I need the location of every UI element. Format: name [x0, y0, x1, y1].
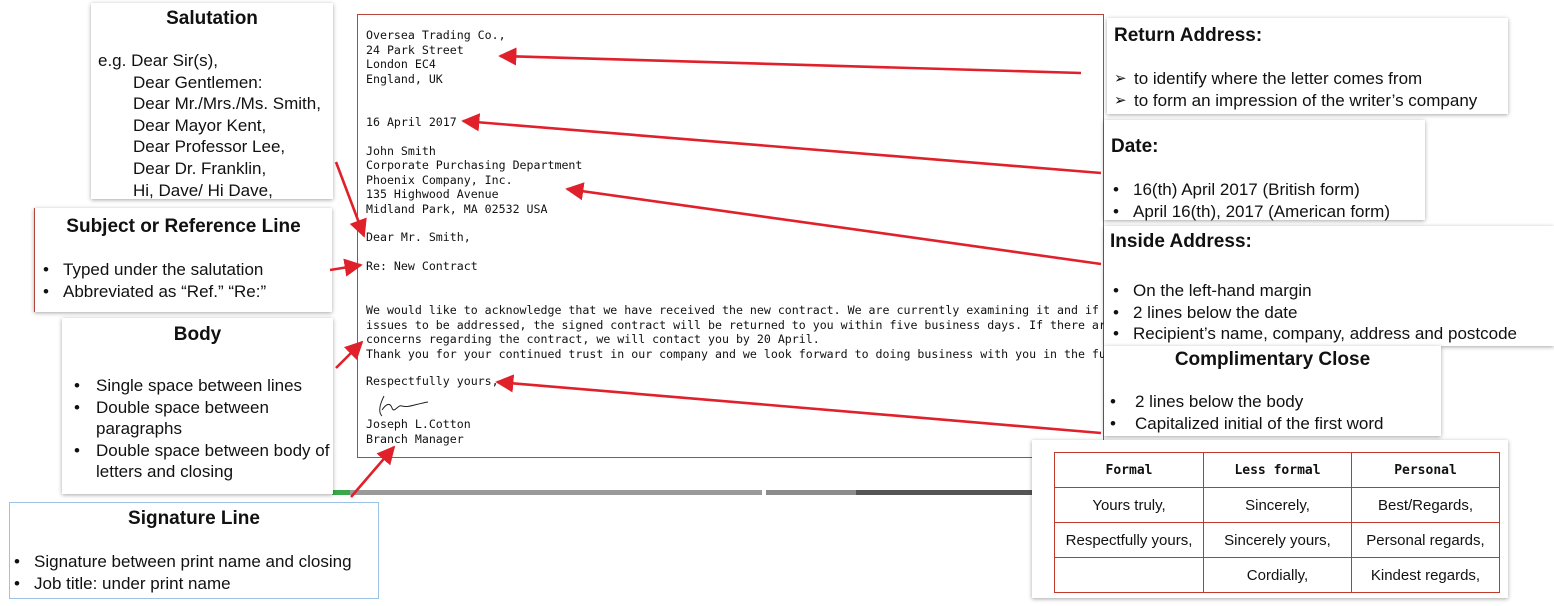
return-address-title: Return Address:: [1114, 25, 1263, 46]
salutation-examples: e.g. Dear Sir(s), Dear Gentlemen: Dear M…: [98, 50, 321, 201]
table-cell: Sincerely yours,: [1203, 522, 1352, 558]
inside-address-line: Phoenix Company, Inc.: [366, 172, 513, 187]
complimentary-close-title: Complimentary Close: [1174, 349, 1371, 370]
inside-address-line: 135 Highwood Avenue: [366, 187, 499, 201]
inside-address-item: 2 lines below the date: [1109, 302, 1517, 324]
return-address-item: to identify where the letter comes from: [1110, 68, 1477, 90]
body-item: Double space between body of letters and…: [70, 440, 332, 483]
salutation-example: Dear Mayor Kent,: [133, 115, 267, 135]
inside-address-list: On the left-hand margin 2 lines below th…: [1109, 280, 1517, 345]
return-address-line: England, UK: [366, 71, 443, 86]
signature-box: Signature Line Signature between print n…: [9, 502, 379, 599]
table-cell: Best/Regards,: [1351, 487, 1500, 523]
body-item: Single space between lines: [70, 375, 332, 397]
closing-examples-table: Formal Less formal Personal Yours truly,…: [1054, 452, 1500, 593]
sample-letter: Oversea Trading Co., 24 Park Street Lond…: [357, 14, 1197, 458]
date-item: 16(th) April 2017 (British form): [1109, 179, 1390, 201]
body-box: Body Single space between lines Double s…: [62, 318, 333, 494]
table-cell: Yours truly,: [1054, 487, 1204, 523]
salutation-example: Dear Gentlemen:: [133, 72, 263, 92]
table-cell: Sincerely,: [1203, 487, 1352, 523]
complimentary-close-item: Capitalized initial of the first word: [1106, 413, 1384, 435]
inside-address-line: Midland Park, MA 02532 USA: [366, 201, 548, 216]
return-address-line: 24 Park Street: [366, 42, 464, 57]
salutation-example: Dear Dr. Franklin,: [133, 158, 267, 178]
letter-body-line: concerns regarding the contract, we will…: [366, 332, 820, 346]
table-cell: Kindest regards,: [1351, 557, 1500, 593]
letter-salutation: Dear Mr. Smith,: [366, 230, 471, 244]
return-address-line: Oversea Trading Co.,: [366, 28, 506, 42]
handwritten-signature: [379, 395, 429, 417]
return-address-list: to identify where the letter comes from …: [1110, 68, 1477, 111]
salutation-example: e.g. Dear Sir(s),: [98, 51, 218, 70]
signature-title: Signature Line: [128, 508, 260, 529]
body-title: Body: [173, 324, 222, 345]
body-item: Double space between paragraphs: [70, 397, 332, 440]
return-address-box: Return Address: to identify where the le…: [1107, 18, 1508, 114]
table-cell: Cordially,: [1203, 557, 1352, 593]
date-list: 16(th) April 2017 (British form) April 1…: [1109, 179, 1390, 222]
inside-address-line: John Smith: [366, 143, 436, 158]
salutation-example: Dear Mr./Mrs./Ms. Smith,: [133, 94, 321, 114]
inside-address-item: On the left-hand margin: [1109, 280, 1517, 302]
closing-examples-box: Formal Less formal Personal Yours truly,…: [1032, 440, 1508, 598]
subject-item: Abbreviated as “Ref.” “Re:”: [39, 281, 266, 303]
table-cell: Respectfully yours,: [1054, 522, 1204, 558]
letter-subject: Re: New Contract: [366, 259, 478, 273]
inside-address-item: Recipient’s name, company, address and p…: [1109, 323, 1517, 345]
table-row: Respectfully yours, Sincerely yours, Per…: [1054, 522, 1500, 558]
date-box: Date: 16(th) April 2017 (British form) A…: [1104, 120, 1425, 222]
letter-close: Respectfully yours,: [366, 374, 499, 388]
subject-box: Subject or Reference Line Typed under th…: [34, 208, 332, 312]
date-item: April 16(th), 2017 (American form): [1109, 201, 1390, 223]
salutation-title: Salutation: [166, 8, 258, 29]
letter-job-title: Branch Manager: [366, 431, 464, 446]
salutation-box: Salutation e.g. Dear Sir(s), Dear Gentle…: [91, 3, 333, 201]
table-row: Cordially, Kindest regards,: [1054, 557, 1500, 593]
complimentary-close-item: 2 lines below the body: [1106, 391, 1384, 413]
subject-title: Subject or Reference Line: [66, 216, 301, 237]
letter-print-name: Joseph L.Cotton: [366, 417, 471, 431]
return-address-item: to form an impression of the writer’s co…: [1110, 90, 1477, 112]
return-address-line: London EC4: [366, 57, 436, 71]
table-cell: Personal regards,: [1351, 522, 1500, 558]
signature-item: Job title: under print name: [10, 573, 352, 595]
subject-item: Typed under the salutation: [39, 259, 266, 281]
letter-date: 16 April 2017: [366, 115, 457, 129]
subject-list: Typed under the salutation Abbreviated a…: [39, 259, 266, 302]
letter-body-line: issues to be addressed, the signed contr…: [366, 317, 1197, 332]
letter-body-line: We would like to acknowledge that we hav…: [366, 303, 1190, 317]
inside-address-title: Inside Address:: [1110, 231, 1252, 252]
table-row: Yours truly, Sincerely, Best/Regards,: [1054, 487, 1500, 523]
complimentary-close-box: Complimentary Close 2 lines below the bo…: [1104, 346, 1441, 436]
salutation-example: Hi, Dave/ Hi Dave,: [133, 180, 273, 200]
table-header: Personal: [1351, 452, 1500, 488]
body-list: Single space between lines Double space …: [70, 375, 332, 483]
complimentary-close-list: 2 lines below the body Capitalized initi…: [1106, 391, 1384, 434]
salutation-example: Dear Professor Lee,: [133, 137, 286, 157]
table-header-row: Formal Less formal Personal: [1054, 452, 1500, 488]
signature-item: Signature between print name and closing: [10, 551, 352, 573]
table-header: Formal: [1054, 452, 1204, 488]
table-cell: [1054, 557, 1204, 593]
letter-body-line: Thank you for your continued trust in ou…: [366, 346, 1141, 361]
table-header: Less formal: [1203, 452, 1352, 488]
inside-address-box: Inside Address: On the left-hand margin …: [1104, 226, 1554, 346]
date-title: Date:: [1111, 136, 1159, 157]
inside-address-line: Corporate Purchasing Department: [366, 158, 583, 172]
signature-list: Signature between print name and closing…: [10, 551, 352, 594]
progress-strip: [332, 490, 1032, 495]
